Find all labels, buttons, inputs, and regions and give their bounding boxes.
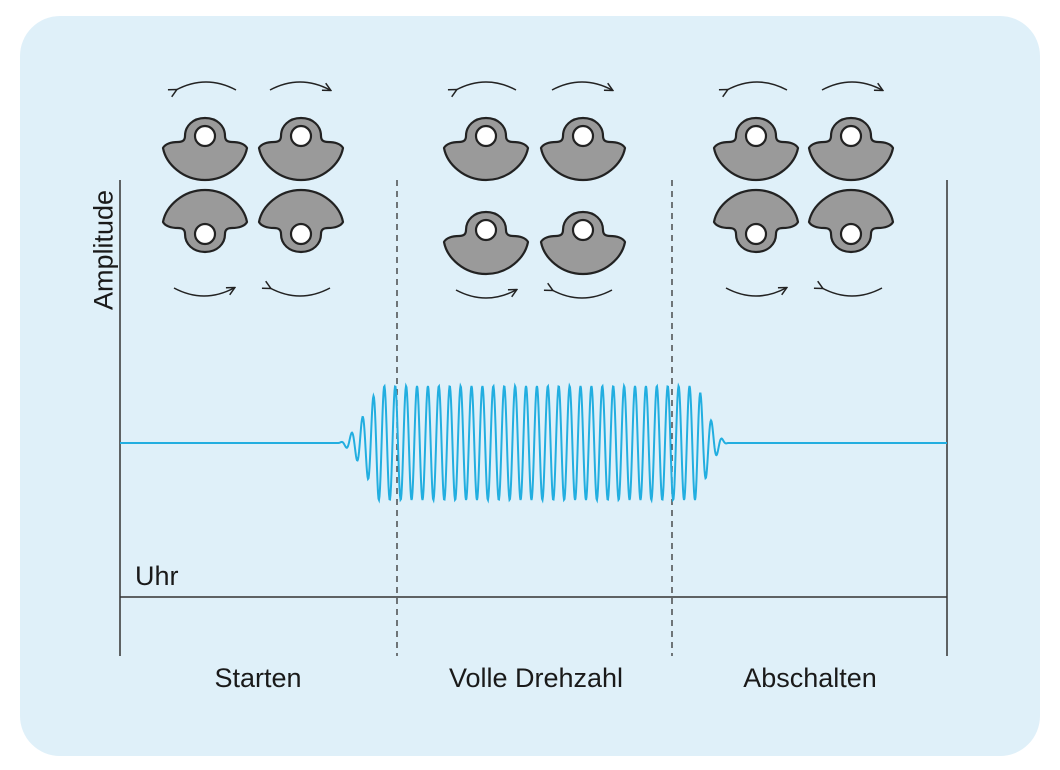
eccentric-weight-icon [807,116,895,182]
phase-starten-weights [161,81,345,297]
phase-label-volle-drehzahl: Volle Drehzahl [448,663,624,693]
eccentric-weight-icon [161,116,249,182]
eccentric-weight-icon [539,116,627,182]
rotation-arrow-icon [821,81,882,90]
rotation-arrow-icon [270,288,331,297]
eccentric-weight-icon [807,188,895,254]
eccentric-weight-icon [161,188,249,254]
rotation-arrow-icon [725,288,786,297]
eccentric-weight-icon [712,116,800,182]
eccentric-weight-icon [712,188,800,254]
phase-volle-drehzahl-weights [442,81,627,299]
rotation-arrow-icon [727,81,788,90]
rotation-arrow-icon [822,288,883,297]
eccentric-weight-icon [539,210,627,276]
rotation-arrow-icon [173,288,234,297]
eccentric-weight-icon [257,188,345,254]
eccentric-weight-icon [442,116,530,182]
phase-label-abschalten: Abschalten [743,663,877,693]
rotation-arrow-icon [176,81,237,90]
eccentric-weight-icon [442,210,530,276]
time-axis-label: Uhr [135,561,179,591]
rotation-arrow-icon [456,81,517,90]
eccentric-weight-icon [257,116,345,182]
rotation-arrow-icon [269,81,330,90]
vibration-signal [120,382,947,504]
phase-label-starten: Starten [214,663,302,693]
phase-abschalten-weights [712,81,895,297]
rotation-arrow-icon [455,290,516,299]
y-axis-label: Amplitude [88,189,119,311]
rotation-arrow-icon [552,290,613,299]
rotation-arrow-icon [551,81,612,90]
